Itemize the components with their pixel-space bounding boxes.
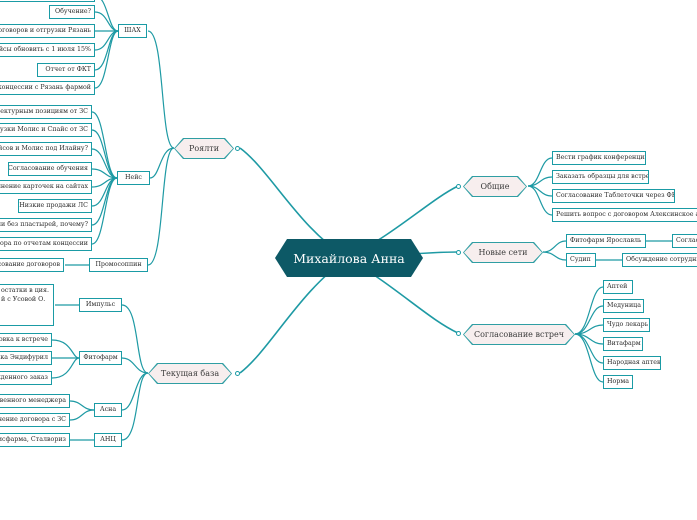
node-fitofarm-yaroslavl[interactable]: Фитофарм Ярославль <box>566 234 646 248</box>
branch-obshchie[interactable]: Общие <box>463 176 527 197</box>
node-neyis[interactable]: Нейс <box>117 171 150 185</box>
leaf-fitofarm-yaroslavl-1[interactable]: Соглас <box>672 234 697 248</box>
leaf-neyis-4[interactable]: Согласование обучения <box>8 162 92 176</box>
node-shah[interactable]: ШАХ <box>118 24 147 38</box>
leaf-vstrechi-2[interactable]: Медуница <box>603 299 644 313</box>
leaf-shah-5[interactable]: а концессии с Рязань фармой <box>0 81 95 95</box>
collapse-toggle-novye-seti[interactable] <box>456 250 461 255</box>
branch-obshchie-label: Общие <box>464 177 526 196</box>
node-sudip[interactable]: Судип <box>566 253 596 267</box>
leaf-vstrechi-1[interactable]: Аптей <box>603 280 633 294</box>
leaf-shah-top-partial[interactable] <box>0 0 95 2</box>
leaf-asna-2[interactable]: вчение договора с ЗС <box>0 413 70 427</box>
node-anc[interactable]: АНЦ <box>94 433 122 447</box>
branch-royalti[interactable]: Роялти <box>174 138 234 159</box>
leaf-fitofarm-2[interactable]: вка Эндифурил <box>0 351 52 365</box>
branch-novye-seti-label: Новые сети <box>464 243 542 262</box>
leaf-obshchie-4[interactable]: Решить вопрос с договором Алексинское ап… <box>552 208 697 222</box>
leaf-neyis-2[interactable]: отгрузки Молис и Спайс от ЗС <box>0 123 92 137</box>
leaf-anc-1[interactable]: исфарма, Сталвориз <box>0 433 70 447</box>
leaf-neyis-6[interactable]: Низкие продажи ЛС <box>18 199 92 213</box>
branch-royalti-label: Роялти <box>175 139 233 158</box>
collapse-toggle-obshchie[interactable] <box>456 184 461 189</box>
leaf-obshchie-3[interactable]: Согласование Таблеточки через ФКТ <box>552 189 675 203</box>
branch-novye-seti[interactable]: Новые сети <box>463 242 543 263</box>
leaf-shah-2[interactable]: договоров и отгрузки Рязань <box>0 24 95 38</box>
leaf-neyis-7[interactable]: чи без пластырей, почему? <box>0 218 92 232</box>
node-promosoppin[interactable]: Промосоппин <box>89 258 148 272</box>
root-topic[interactable]: Михайлова Анна <box>275 239 423 277</box>
node-asna[interactable]: Асна <box>94 403 122 417</box>
leaf-impuls-note[interactable]: остатки в ция. й с Усовой О. <box>0 284 54 326</box>
leaf-sudip-1[interactable]: Обсуждение сотрудни <box>622 253 697 267</box>
leaf-vstrechi-3[interactable]: Чудо лекарь <box>603 318 650 332</box>
leaf-neyis-1[interactable]: дефектурным позициям от ЗС <box>0 105 92 119</box>
branch-soglasovanie-vstrech-label: Согласование встреч <box>464 325 574 344</box>
leaf-obshchie-2[interactable]: Заказать образцы для встреч <box>552 170 649 184</box>
collapse-toggle-royalti[interactable] <box>235 146 240 151</box>
leaf-shah-3[interactable]: айсы обновить с 1 июля 15% <box>0 43 95 57</box>
leaf-promo-1[interactable]: асование договоров <box>0 258 64 272</box>
leaf-fitofarm-3[interactable]: ужденного заказ <box>0 371 52 385</box>
node-fitofarm[interactable]: Фитофарм <box>79 351 122 365</box>
branch-soglasovanie-vstrech[interactable]: Согласование встреч <box>463 324 575 345</box>
leaf-fitofarm-1[interactable]: отовка к встрече <box>0 333 52 347</box>
leaf-obshchie-1[interactable]: Вести график конференций <box>552 151 646 165</box>
leaf-neyis-3[interactable]: пайсов и Молис под Илайну? <box>0 142 92 156</box>
leaf-vstrechi-6[interactable]: Норма <box>603 375 633 389</box>
branch-tekushchaya-baza-label: Текущая база <box>149 364 231 383</box>
leaf-vstrechi-4[interactable]: Витафарм <box>603 337 643 351</box>
leaf-shah-1[interactable]: Обучение? <box>49 5 95 19</box>
branch-tekushchaya-baza[interactable]: Текущая база <box>148 363 232 384</box>
collapse-toggle-tekushchaya-baza[interactable] <box>235 371 240 376</box>
leaf-neyis-8[interactable]: говора по отчетам концессии <box>0 237 92 251</box>
collapse-toggle-soglasovanie-vstrech[interactable] <box>456 331 461 336</box>
leaf-asna-1[interactable]: ственного менеджера <box>0 394 70 408</box>
leaf-shah-4[interactable]: Отчет от ФКТ <box>37 63 95 77</box>
node-impuls[interactable]: Импульс <box>79 298 122 312</box>
leaf-vstrechi-5[interactable]: Народная аптека <box>603 356 661 370</box>
leaf-neyis-5[interactable]: полнение карточек на сайтах <box>0 180 92 194</box>
root-label: Михайлова Анна <box>293 250 405 266</box>
